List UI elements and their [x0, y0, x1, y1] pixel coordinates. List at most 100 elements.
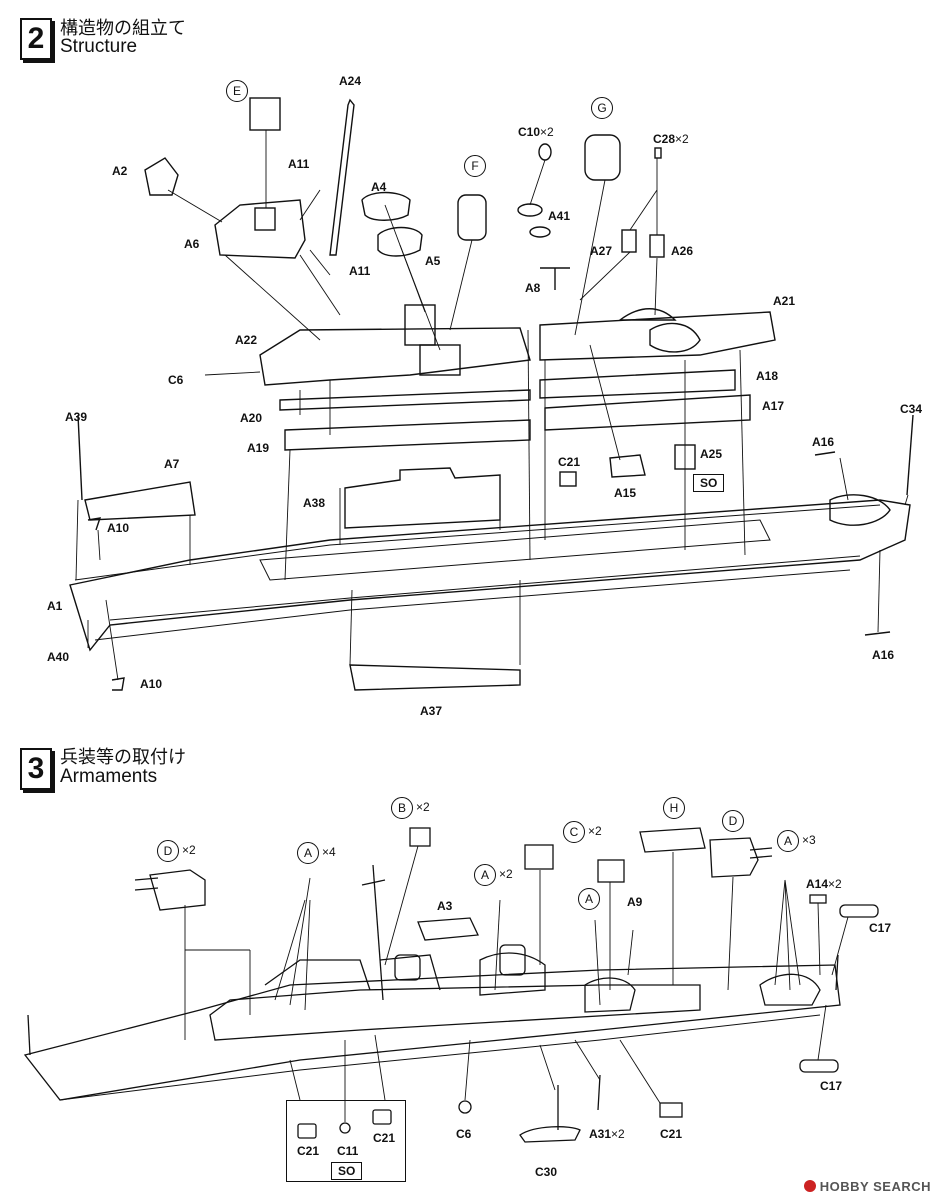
label-a39: A39	[65, 410, 88, 424]
label-a2: A2	[112, 164, 128, 178]
label-a11-top: A11	[288, 157, 310, 171]
label-a16-bottom: A16	[872, 648, 895, 662]
watermark: HOBBY SEARCH	[803, 1179, 931, 1194]
part-a38	[344, 467, 501, 529]
label-a25: A25	[700, 447, 723, 461]
platform-h	[639, 827, 706, 853]
label-a17: A17	[762, 399, 785, 413]
callout-f: F	[464, 155, 486, 177]
part-a18	[539, 369, 736, 399]
label-c17-bottom: C17	[820, 1079, 843, 1093]
label-a20: A20	[240, 411, 263, 425]
label-a6: A6	[184, 237, 200, 251]
label-a14: A14×2	[806, 877, 842, 891]
gun-b	[409, 827, 431, 847]
inset-frame	[286, 1100, 406, 1182]
part-a21	[539, 311, 776, 361]
grid-a3	[417, 917, 479, 941]
step-3-number: 3	[20, 748, 52, 790]
label-a15: A15	[614, 486, 637, 500]
callout-c: C	[563, 821, 585, 843]
callout-e: E	[226, 80, 248, 102]
label-a10-top: A10	[107, 521, 130, 535]
label-a24: A24	[339, 74, 362, 88]
watermark-logo-icon	[803, 1180, 816, 1192]
label-c10: C10×2	[518, 125, 554, 139]
callout-d-left: D	[157, 840, 179, 862]
label-a38: A38	[303, 496, 326, 510]
boat-c30	[519, 1126, 581, 1143]
mast-a24	[329, 98, 355, 256]
gun-d-right	[709, 837, 759, 878]
main-deck	[259, 519, 771, 581]
part-a37	[349, 664, 521, 691]
part-e	[249, 97, 281, 131]
label-a22: A22	[235, 333, 258, 347]
gun-d-left	[149, 869, 206, 911]
label-a3: A3	[437, 899, 453, 913]
callout-g: G	[591, 97, 613, 119]
callout-a-x2: A	[474, 864, 496, 886]
label-a41: A41	[548, 209, 571, 223]
label-a8: A8	[525, 281, 541, 295]
armament-hull	[23, 964, 841, 1101]
qty-b: ×2	[416, 800, 430, 814]
step-3-title-en: Armaments	[60, 766, 158, 787]
label-a7: A7	[164, 457, 180, 471]
part-a6	[214, 199, 306, 259]
label-c30: C30	[535, 1165, 558, 1179]
label-a9: A9	[627, 895, 643, 909]
structure-diagram	[69, 97, 914, 691]
label-a5: A5	[425, 254, 441, 268]
part-g	[584, 134, 621, 181]
label-c6-armament: C6	[456, 1127, 472, 1141]
part-a22	[259, 327, 531, 386]
qty-a-x4: ×4	[322, 845, 336, 859]
step-2-title-jp: 構造物の組立て	[60, 18, 186, 39]
label-a18: A18	[756, 369, 779, 383]
so-badge-structure: SO	[693, 474, 725, 492]
label-c28: C28×2	[653, 132, 689, 146]
callout-a-single: A	[578, 888, 600, 910]
hull-outline	[69, 499, 911, 652]
label-c17-top: C17	[869, 921, 892, 935]
label-a4: A4	[371, 180, 387, 194]
label-a1: A1	[47, 599, 63, 613]
qty-a-x3: ×3	[802, 833, 816, 847]
callout-d-right: D	[722, 810, 744, 832]
callout-a-x3: A	[777, 830, 799, 852]
qty-d-left: ×2	[182, 843, 196, 857]
label-a37: A37	[420, 704, 443, 718]
label-a11-bottom: A11	[349, 264, 371, 278]
label-a21: A21	[773, 294, 796, 308]
stern-turret-base	[829, 494, 891, 526]
qty-c: ×2	[588, 824, 602, 838]
inset-label-c21-right: C21	[373, 1131, 396, 1145]
label-c21: C21	[558, 455, 581, 469]
label-a40: A40	[47, 650, 70, 664]
step-2-number: 2	[20, 18, 52, 60]
label-a10-bottom: A10	[140, 677, 163, 691]
label-a31: A31×2	[589, 1127, 625, 1141]
qty-a-x2: ×2	[499, 867, 513, 881]
step-2-title-en: Structure	[60, 36, 138, 57]
label-a26: A26	[671, 244, 694, 258]
label-a16-top: A16	[812, 435, 835, 449]
part-a2	[144, 157, 179, 196]
inset-label-c11: C11	[337, 1144, 359, 1158]
label-c21-armament: C21	[660, 1127, 683, 1141]
gun-c2	[597, 859, 625, 883]
label-c34: C34	[900, 402, 923, 416]
step-3-title-jp: 兵装等の取付け	[60, 747, 186, 768]
part-a20	[279, 389, 531, 411]
label-c6: C6	[168, 373, 184, 387]
gun-c	[524, 844, 554, 870]
callout-h: H	[663, 797, 685, 819]
callout-a-x4: A	[297, 842, 319, 864]
so-badge-armament: SO	[331, 1162, 363, 1180]
callout-b: B	[391, 797, 413, 819]
inset-label-c21-left: C21	[297, 1144, 320, 1158]
label-a19: A19	[247, 441, 270, 455]
part-a19	[284, 419, 531, 451]
